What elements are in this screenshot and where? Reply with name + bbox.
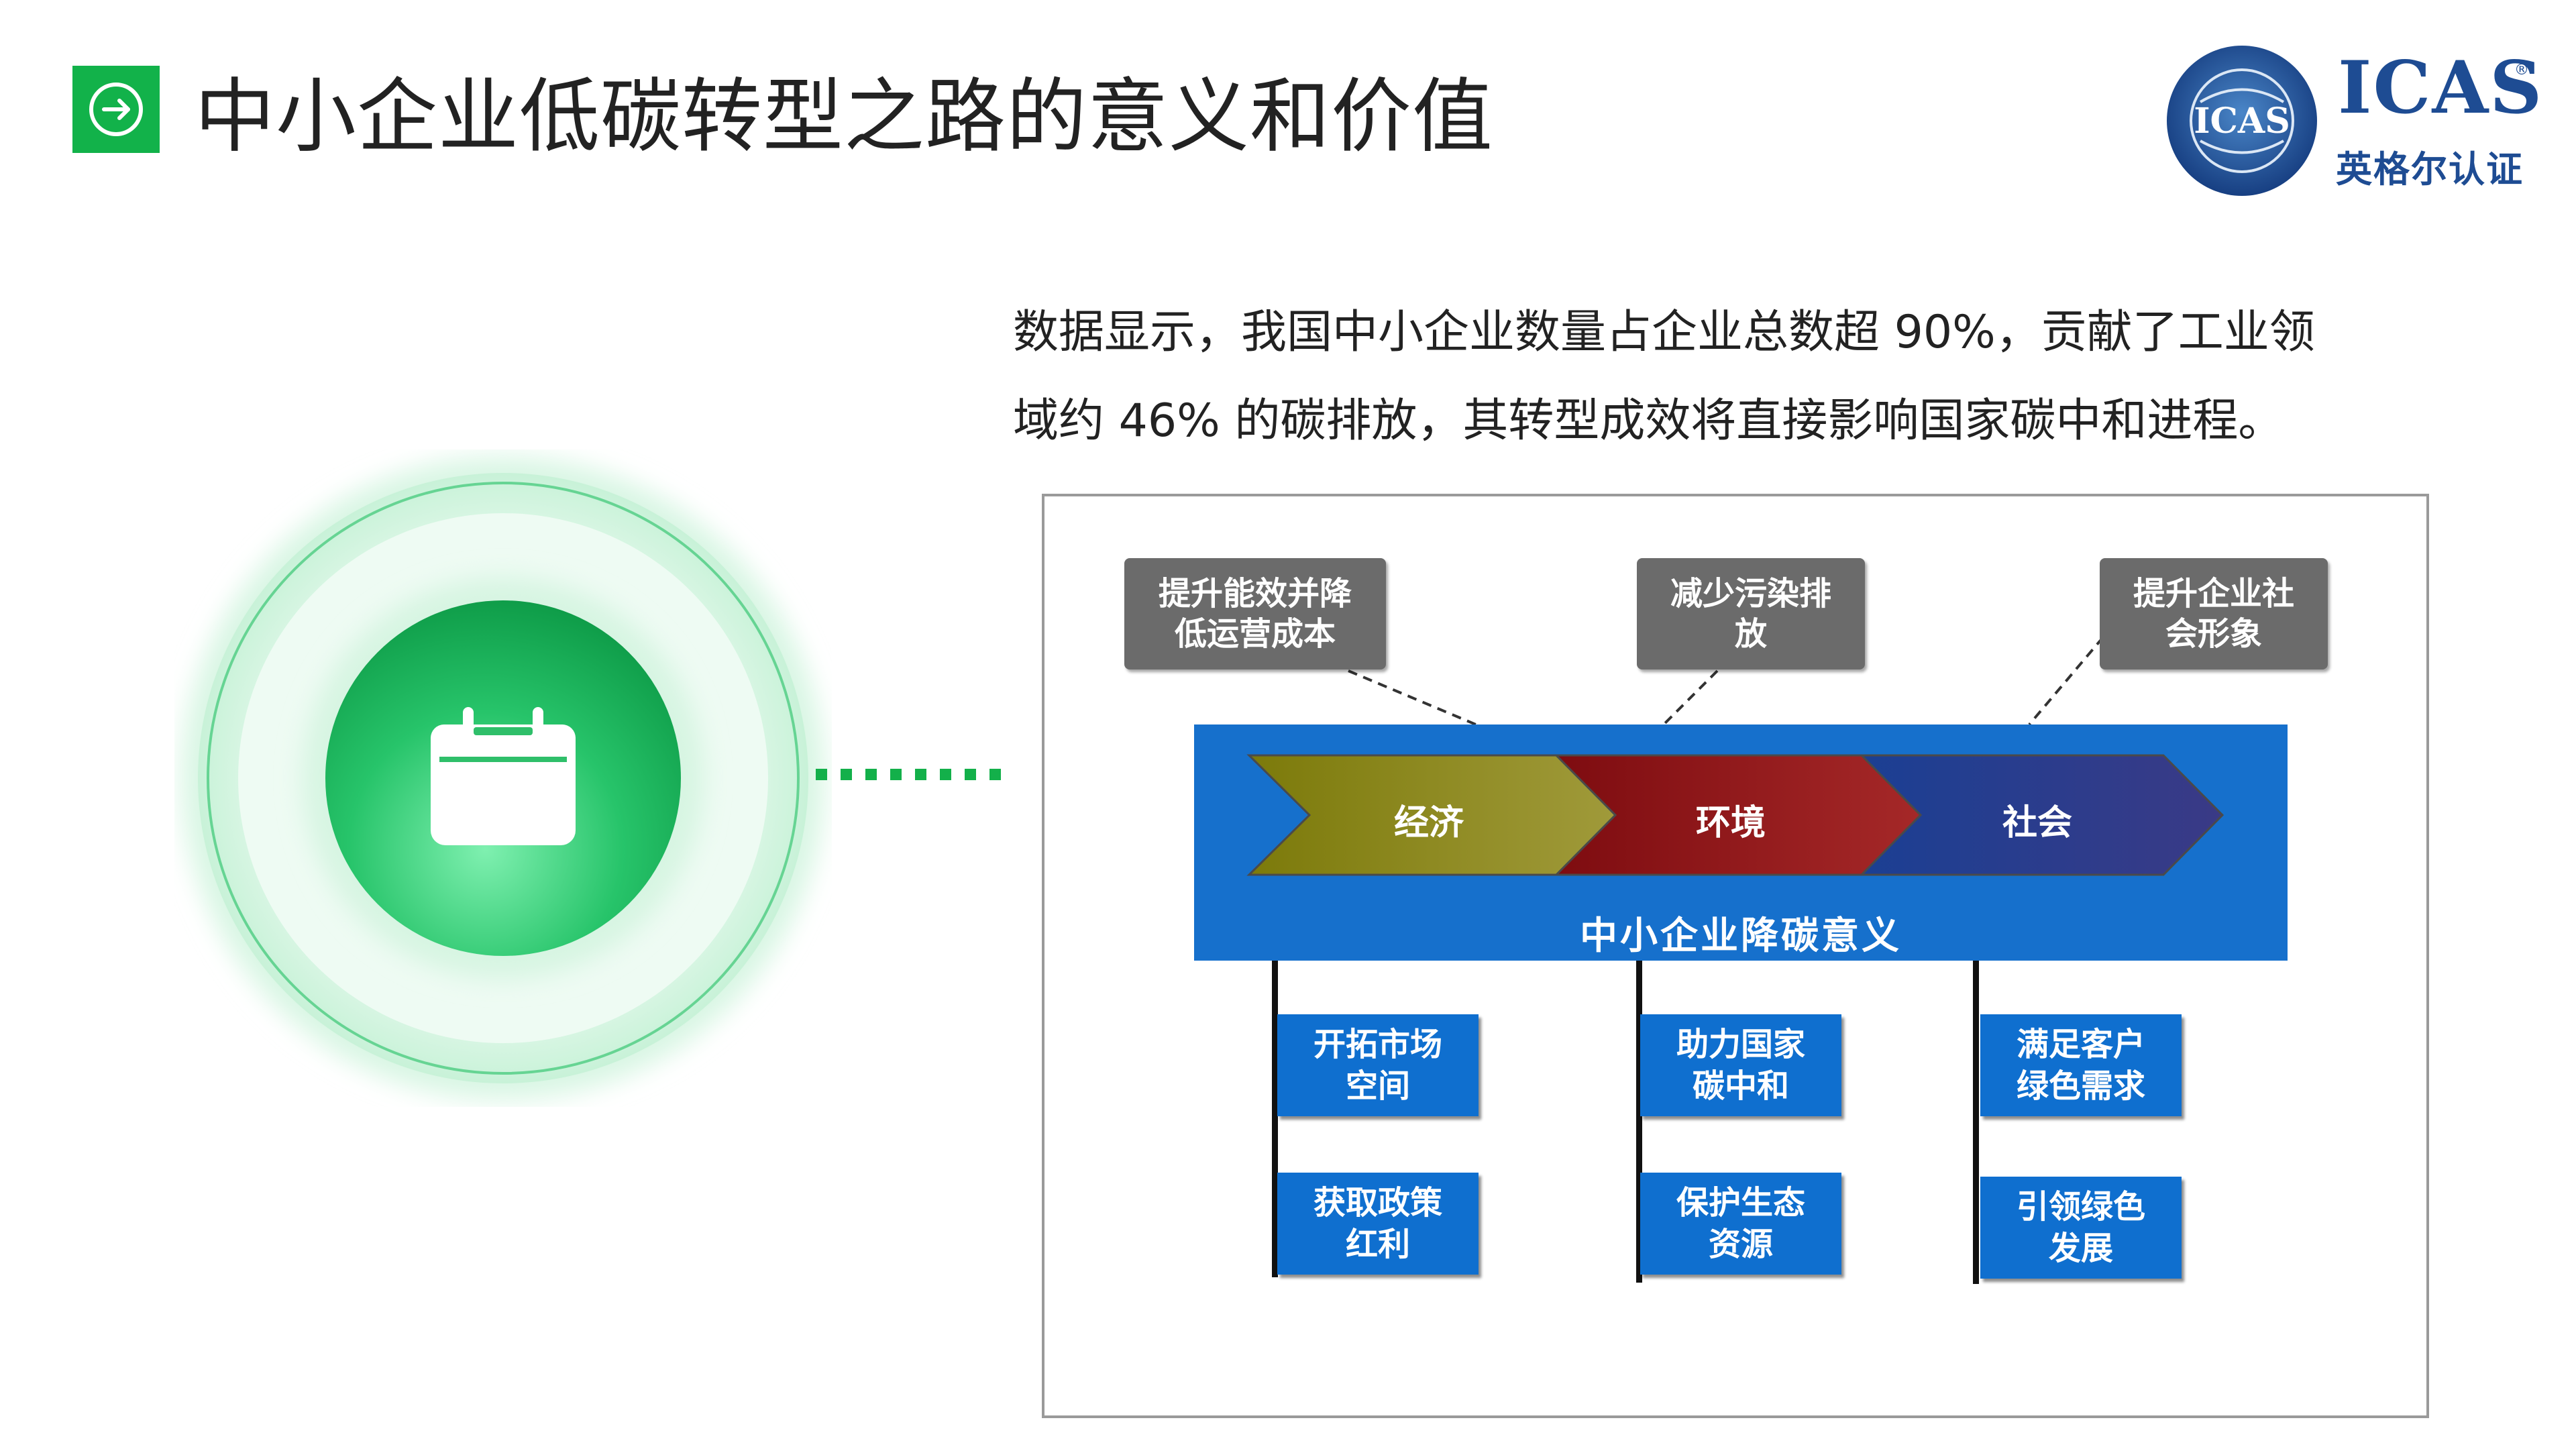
calendar-circle-decoration bbox=[174, 449, 832, 1107]
intro-line-1: 数据显示，我国中小企业数量占企业总数超 90%，贡献了工业领 bbox=[1013, 306, 2315, 359]
chevron-society bbox=[1859, 754, 2224, 876]
intro-paragraph: 数据显示，我国中小企业数量占企业总数超 90%，贡献了工业领 域约 46% 的碳… bbox=[1013, 288, 2449, 466]
arrow-label-society: 社会 bbox=[2002, 803, 2073, 843]
box-market-space: 开拓市场空间 bbox=[1277, 1014, 1479, 1116]
top-box-line: 提升企业社 bbox=[2133, 575, 2294, 612]
arrow-label-environment: 环境 bbox=[1696, 803, 1766, 843]
icas-logo: ICAS ICAS ® 英格尔认证 bbox=[2160, 40, 2542, 201]
box-line: 保护生态 bbox=[1676, 1184, 1805, 1222]
box-line: 助力国家 bbox=[1676, 1026, 1805, 1063]
dotted-connector bbox=[816, 769, 1001, 780]
box-eco-resources: 保护生态资源 bbox=[1640, 1173, 1841, 1275]
top-box-pollution: 减少污染排放 bbox=[1637, 558, 1865, 669]
box-line: 获取政策 bbox=[1313, 1184, 1442, 1222]
box-line: 发展 bbox=[2048, 1230, 2113, 1267]
calendar-icon bbox=[431, 707, 576, 845]
svg-text:ICAS: ICAS bbox=[2194, 101, 2290, 142]
box-line: 开拓市场 bbox=[1313, 1026, 1442, 1063]
box-policy-dividend: 获取政策红利 bbox=[1277, 1173, 1479, 1275]
box-customer-green: 满足客户绿色需求 bbox=[1980, 1014, 2182, 1116]
top-box-line: 会形象 bbox=[2165, 615, 2262, 653]
box-line: 红利 bbox=[1345, 1226, 1410, 1263]
band-title: 中小企业降碳意义 bbox=[1580, 914, 1902, 958]
box-line: 资源 bbox=[1708, 1226, 1773, 1263]
logo-brand: ICAS bbox=[2338, 46, 2544, 130]
box-line: 绿色需求 bbox=[2016, 1067, 2145, 1105]
top-box-efficiency: 提升能效并降低运营成本 bbox=[1124, 558, 1386, 669]
box-lead-green: 引领绿色发展 bbox=[1980, 1177, 2182, 1279]
logo-subtitle: 英格尔认证 bbox=[2336, 148, 2524, 191]
column-line-2 bbox=[1636, 961, 1642, 1283]
box-line: 引领绿色 bbox=[2016, 1188, 2145, 1226]
box-carbon-neutral: 助力国家碳中和 bbox=[1640, 1014, 1841, 1116]
icas-seal-icon: ICAS bbox=[2167, 46, 2317, 196]
top-box-line: 减少污染排 bbox=[1670, 575, 1831, 612]
box-line: 满足客户 bbox=[2016, 1026, 2145, 1063]
intro-line-2: 域约 46% 的碳排放，其转型成效将直接影响国家碳中和进程。 bbox=[1013, 394, 2284, 447]
arrow-right-circle-icon bbox=[72, 66, 160, 153]
top-box-image: 提升企业社会形象 bbox=[2100, 558, 2328, 669]
logo-registered-mark: ® bbox=[2514, 62, 2529, 78]
box-line: 碳中和 bbox=[1692, 1067, 1789, 1105]
top-box-line: 低运营成本 bbox=[1174, 615, 1336, 653]
top-box-line: 提升能效并降 bbox=[1158, 575, 1352, 612]
page-title: 中小企业低碳转型之路的意义和价值 bbox=[195, 70, 1493, 164]
arrow-label-economy: 经济 bbox=[1394, 803, 1464, 843]
column-line-1 bbox=[1272, 961, 1278, 1277]
column-line-3 bbox=[1973, 961, 1979, 1284]
top-box-line: 放 bbox=[1734, 615, 1767, 653]
box-line: 空间 bbox=[1345, 1067, 1410, 1105]
